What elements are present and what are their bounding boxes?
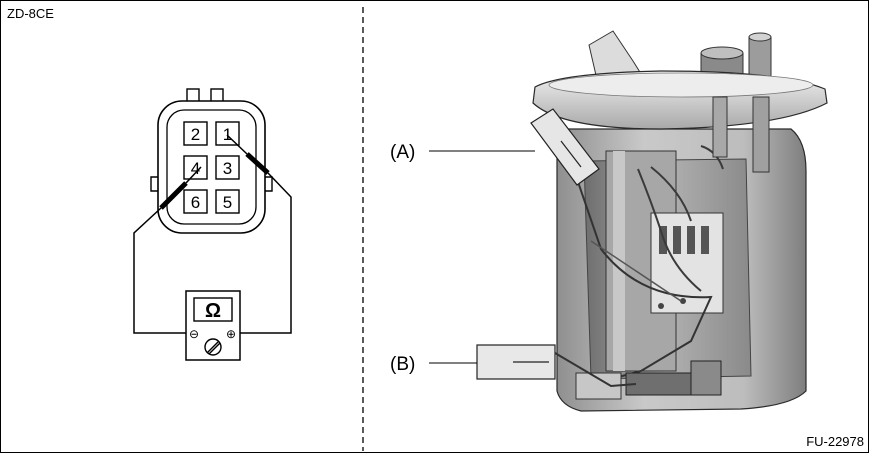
pin-6-label: 6	[191, 193, 200, 212]
callout-a-label: (A)	[390, 142, 415, 163]
connector-pin-5: 5	[215, 189, 240, 214]
ohmmeter: Ω ⊖ ⊕	[185, 290, 241, 361]
callout-a: (A)	[390, 142, 535, 163]
negative-terminal-icon: ⊖	[189, 327, 199, 341]
connector-pin-1: 1	[215, 121, 240, 146]
pin-4-label: 4	[191, 159, 200, 178]
figure-code-top-left: ZD-8CE	[7, 6, 54, 21]
test-leads	[133, 134, 292, 334]
positive-terminal-icon: ⊕	[226, 327, 236, 341]
part-b-float	[476, 344, 637, 388]
figure-code-bottom-right: FU-22978	[806, 434, 864, 449]
pin-5-label: 5	[223, 193, 232, 212]
pin-3-label: 3	[223, 159, 232, 178]
fuel-pump-assembly	[476, 30, 828, 412]
part-a-float	[530, 108, 600, 186]
connector-pin-3: 3	[215, 155, 240, 180]
ohm-symbol: Ω	[205, 300, 221, 322]
callout-b-label: (B)	[390, 354, 415, 375]
connector-pin-6: 6	[183, 189, 208, 214]
pin-2-label: 2	[191, 125, 200, 144]
callout-b: (B)	[390, 354, 477, 375]
selector-dial-icon	[204, 338, 222, 356]
connector-pin-2: 2	[183, 121, 208, 146]
connector-pin-4: 4	[183, 155, 208, 180]
